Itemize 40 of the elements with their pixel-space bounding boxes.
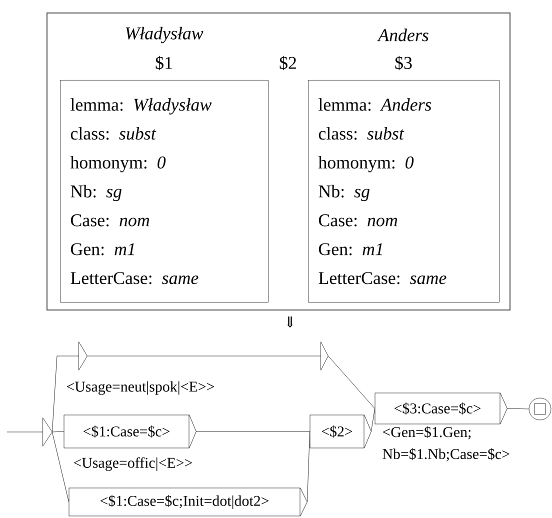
node-label: Nb: sg bbox=[318, 184, 370, 202]
node-label: Gen: m1 bbox=[70, 243, 134, 256]
output-label: <Usage=offic|<E>> bbox=[74, 457, 192, 471]
feature-box: lemma: Władysław class: subst homonym: 0 Nb: sg Case: nom Gen: m1 LetterCase: same bbox=[60, 80, 268, 302]
node-label: LetterCase: same bbox=[318, 272, 446, 284]
output-label: <Usage=neut|spok|<E>> bbox=[66, 381, 214, 395]
transition-box: <$1:Case=$c;Init=dot|dot2> bbox=[68, 488, 308, 516]
variable-label: $2 bbox=[280, 56, 296, 70]
connector-line bbox=[52, 431, 64, 432]
transition-box: <$1:Case=$c> bbox=[64, 414, 196, 448]
state-triangle bbox=[42, 418, 52, 446]
transition-box: <$2> bbox=[310, 414, 372, 448]
down-arrow-symbol: ⇓ bbox=[286, 316, 294, 328]
final-state-circle bbox=[528, 398, 552, 420]
transition-box: <$3:Case=$c> bbox=[374, 392, 508, 424]
node-label: LetterCase: same bbox=[70, 272, 198, 284]
connector-line bbox=[52, 356, 79, 432]
node-label: Nb: sg bbox=[70, 184, 122, 202]
connector-line bbox=[328, 356, 375, 409]
node-label: Gen: m1 bbox=[318, 243, 382, 256]
feature-box: lemma: Anders class: subst homonym: 0 Nb: sg Case: nom Gen: m1 LetterCase: same bbox=[308, 80, 500, 302]
node-label: class: subst bbox=[70, 127, 156, 140]
node-label: Case: nom bbox=[318, 214, 398, 226]
word-heading: Władysław bbox=[126, 26, 204, 44]
output-label: <Gen=$1.Gen; Nb=$1.Nb;Case=$c> bbox=[382, 426, 510, 462]
node-label: homonym: 0 bbox=[318, 156, 414, 172]
node-label: lemma: Anders bbox=[318, 98, 432, 111]
node-label: homonym: 0 bbox=[70, 156, 166, 172]
node-label: Case: nom bbox=[70, 214, 150, 226]
connector-line bbox=[52, 432, 69, 502]
connector-line bbox=[196, 431, 310, 432]
state-triangle bbox=[320, 342, 328, 370]
node-label: class: subst bbox=[318, 127, 404, 140]
variable-label: $1 bbox=[156, 56, 172, 70]
word-heading: Anders bbox=[377, 28, 428, 42]
variable-label: $3 bbox=[395, 56, 412, 70]
node-label: lemma: Władysław bbox=[70, 98, 212, 114]
connector-line bbox=[507, 408, 529, 410]
connector-line bbox=[371, 408, 375, 432]
connector-line bbox=[307, 431, 310, 502]
